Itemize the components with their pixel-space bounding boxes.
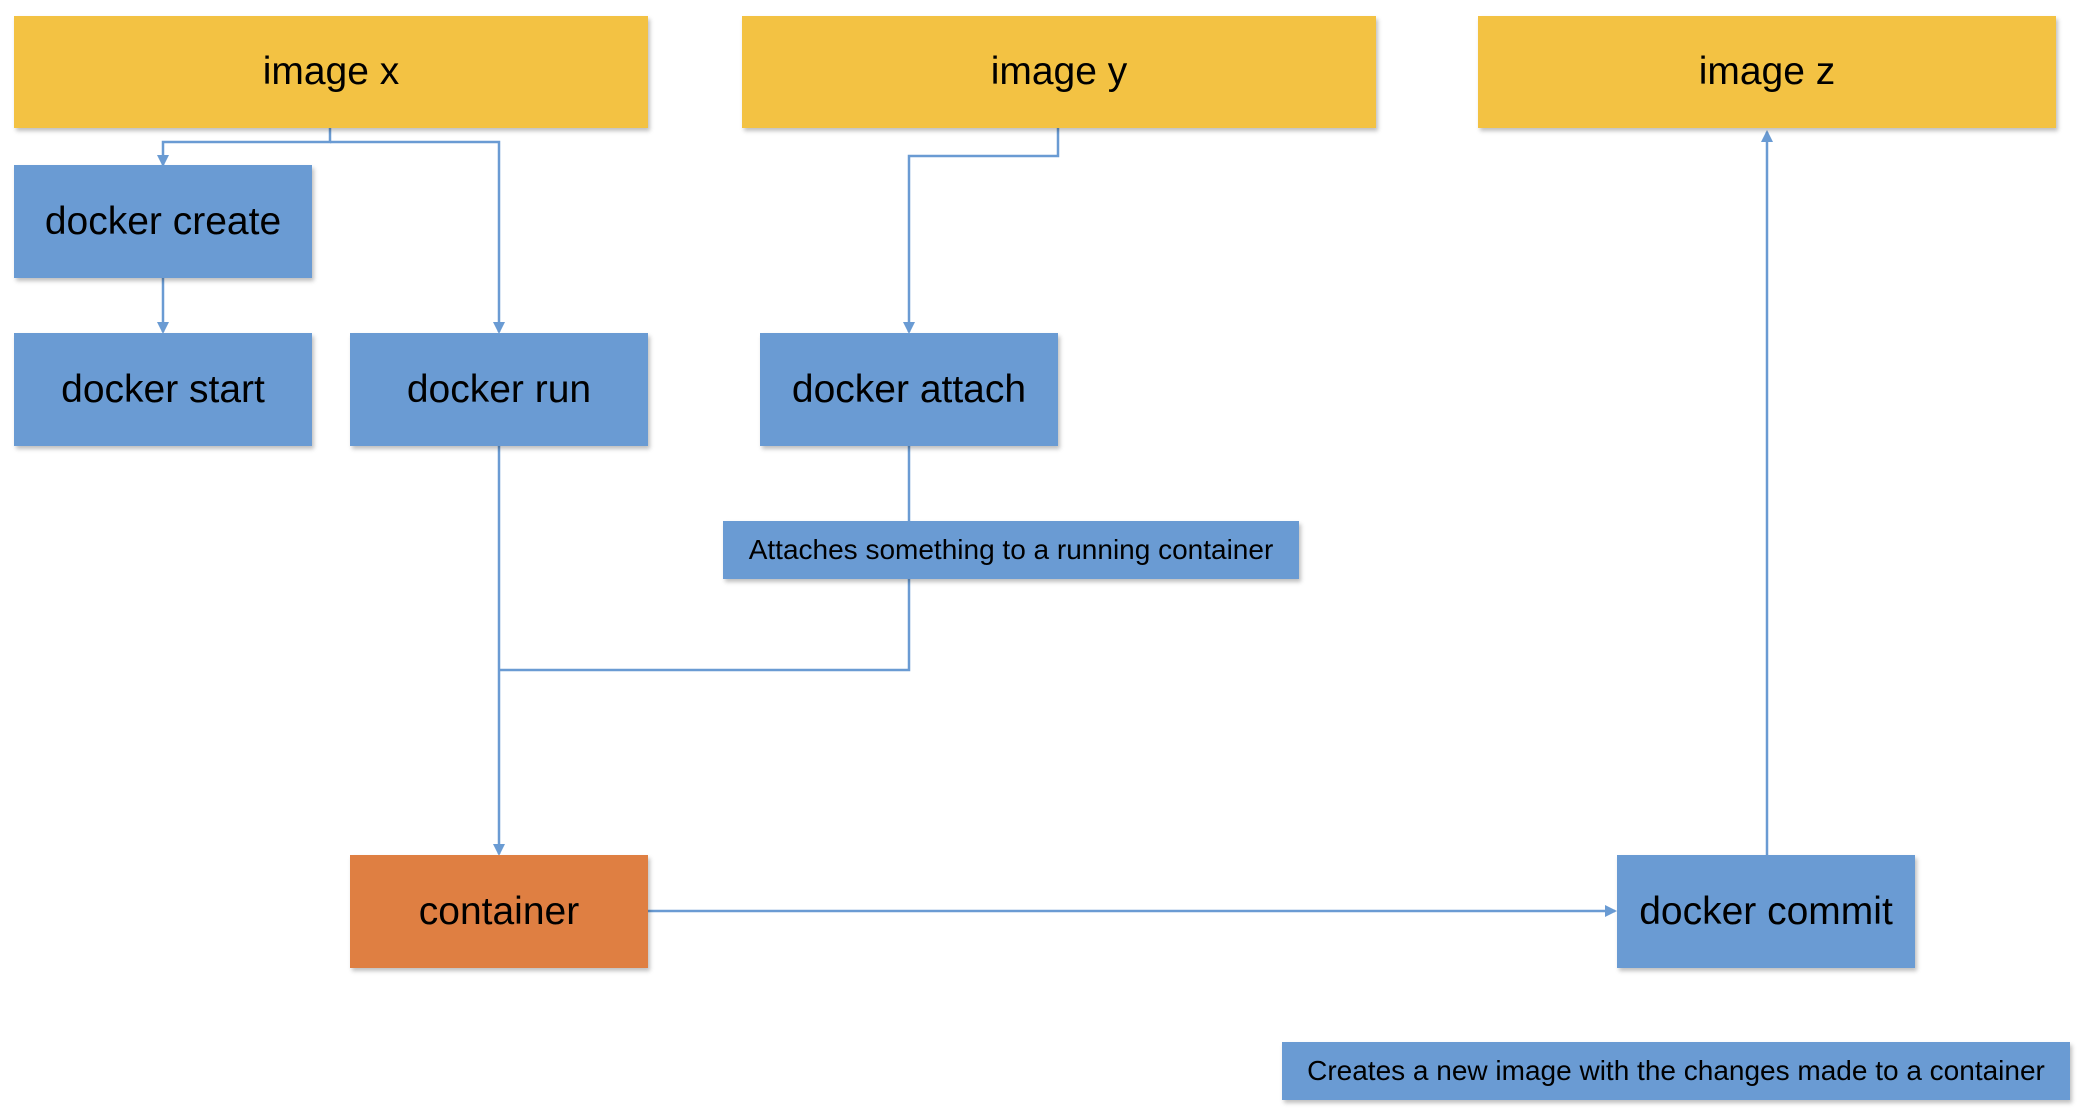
arrow-image-x-to-docker-run: [330, 140, 505, 334]
docker-run-node: docker run: [350, 333, 648, 446]
image-y-node: image y: [742, 16, 1376, 128]
docker-attach-node: docker attach: [760, 333, 1058, 446]
docker-commit-node: docker commit: [1617, 855, 1915, 968]
attach-description-note: Attaches something to a running containe…: [723, 521, 1299, 579]
arrow-image-y-to-docker-attach: [903, 128, 1060, 334]
arrow-image-x-to-docker-create: [157, 128, 332, 167]
docker-create-node: docker create: [14, 165, 312, 278]
image-z-node: image z: [1478, 16, 2056, 128]
image-x-node: image x: [14, 16, 648, 128]
container-node: container: [350, 855, 648, 968]
commit-description-note: Creates a new image with the changes mad…: [1282, 1042, 2070, 1100]
docker-start-node: docker start: [14, 333, 312, 446]
line-note-to-run-line: [499, 579, 911, 672]
